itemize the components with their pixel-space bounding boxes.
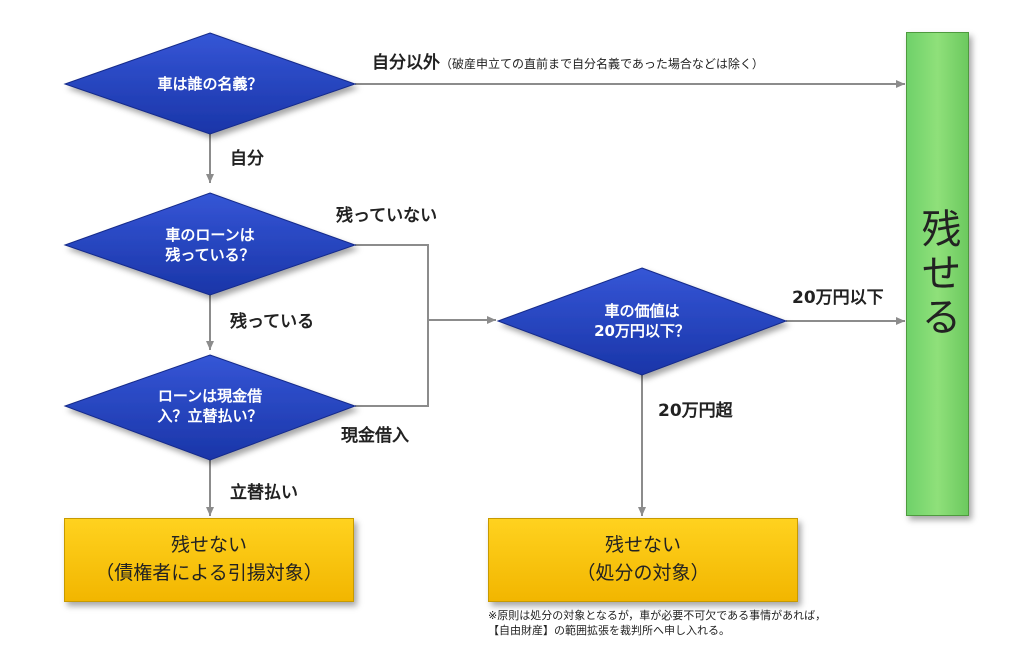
label-cash-loan: 現金借入 (341, 426, 409, 446)
connectors (206, 80, 905, 516)
label-under-200k: 20万円以下 (792, 288, 884, 308)
footnote-line-1: ※原則は処分の対象となるが，車が必要不可欠である事情があれば， (488, 609, 827, 622)
footnote: ※原則は処分の対象となるが，車が必要不可欠である事情があれば， 【自由財産】の範… (488, 609, 826, 639)
diamond-text-loan-remaining: 車のローンは 残っている？ (165, 225, 255, 264)
line-not-remaining (355, 244, 429, 320)
label-other-than-self: 自分以外（破産申立ての直前まで自分名義であった場合などは除く） (372, 55, 764, 72)
outcome-keep: 残せる (906, 32, 969, 516)
label-other-than-self-main: 自分以外 (372, 53, 440, 73)
label-self: 自分 (230, 149, 264, 169)
diamond-text-loan-type: ローンは現金借 入？立替払い？ (157, 386, 263, 425)
label-not-remaining: 残っていない (336, 206, 438, 226)
label-other-than-self-note: （破産申立ての直前まで自分名義であった場合などは除く） (440, 57, 764, 71)
footnote-line-2: 【自由財産】の範囲拡張を裁判所へ申し入れる。 (488, 623, 730, 637)
label-remaining: 残っている (230, 312, 315, 332)
outcome-keep-text: 残せる (914, 208, 961, 340)
diamond-text-value: 車の価値は 20万円以下？ (594, 301, 690, 340)
diamond-text-owner: 車は誰の名義？ (157, 74, 263, 93)
label-over-200k: 20万円超 (658, 401, 733, 421)
outcome-cannot-keep-creditor: 残せない （債権者による引揚対象） (64, 518, 354, 602)
decision-diamond-loan-remaining (63, 192, 357, 296)
decision-diamond-loan-type (63, 354, 357, 461)
line-cash-loan (355, 320, 429, 407)
decision-diamond-value (496, 267, 788, 376)
decision-diamond-owner (63, 32, 357, 135)
outcome-cannot-keep-disposal: 残せない （処分の対象） (488, 518, 798, 602)
label-installment: 立替払い (230, 483, 298, 503)
